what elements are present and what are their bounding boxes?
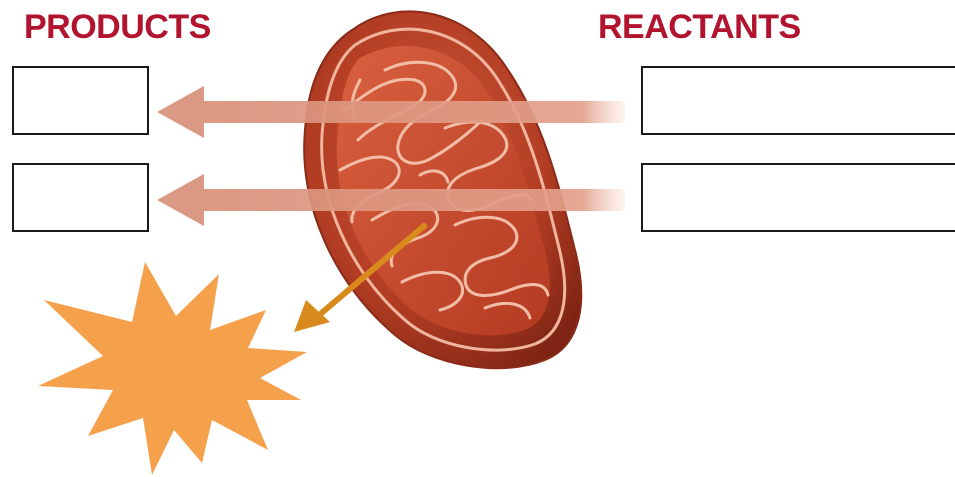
products-heading: PRODUCTS — [24, 8, 211, 47]
energy-burst-icon — [38, 262, 307, 475]
product-answer-box-1[interactable] — [12, 66, 149, 135]
reactant-answer-box-2[interactable] — [641, 163, 955, 232]
reactants-heading: REACTANTS — [598, 8, 801, 47]
reactant-answer-box-1[interactable] — [641, 66, 955, 135]
product-answer-box-2[interactable] — [12, 163, 149, 232]
